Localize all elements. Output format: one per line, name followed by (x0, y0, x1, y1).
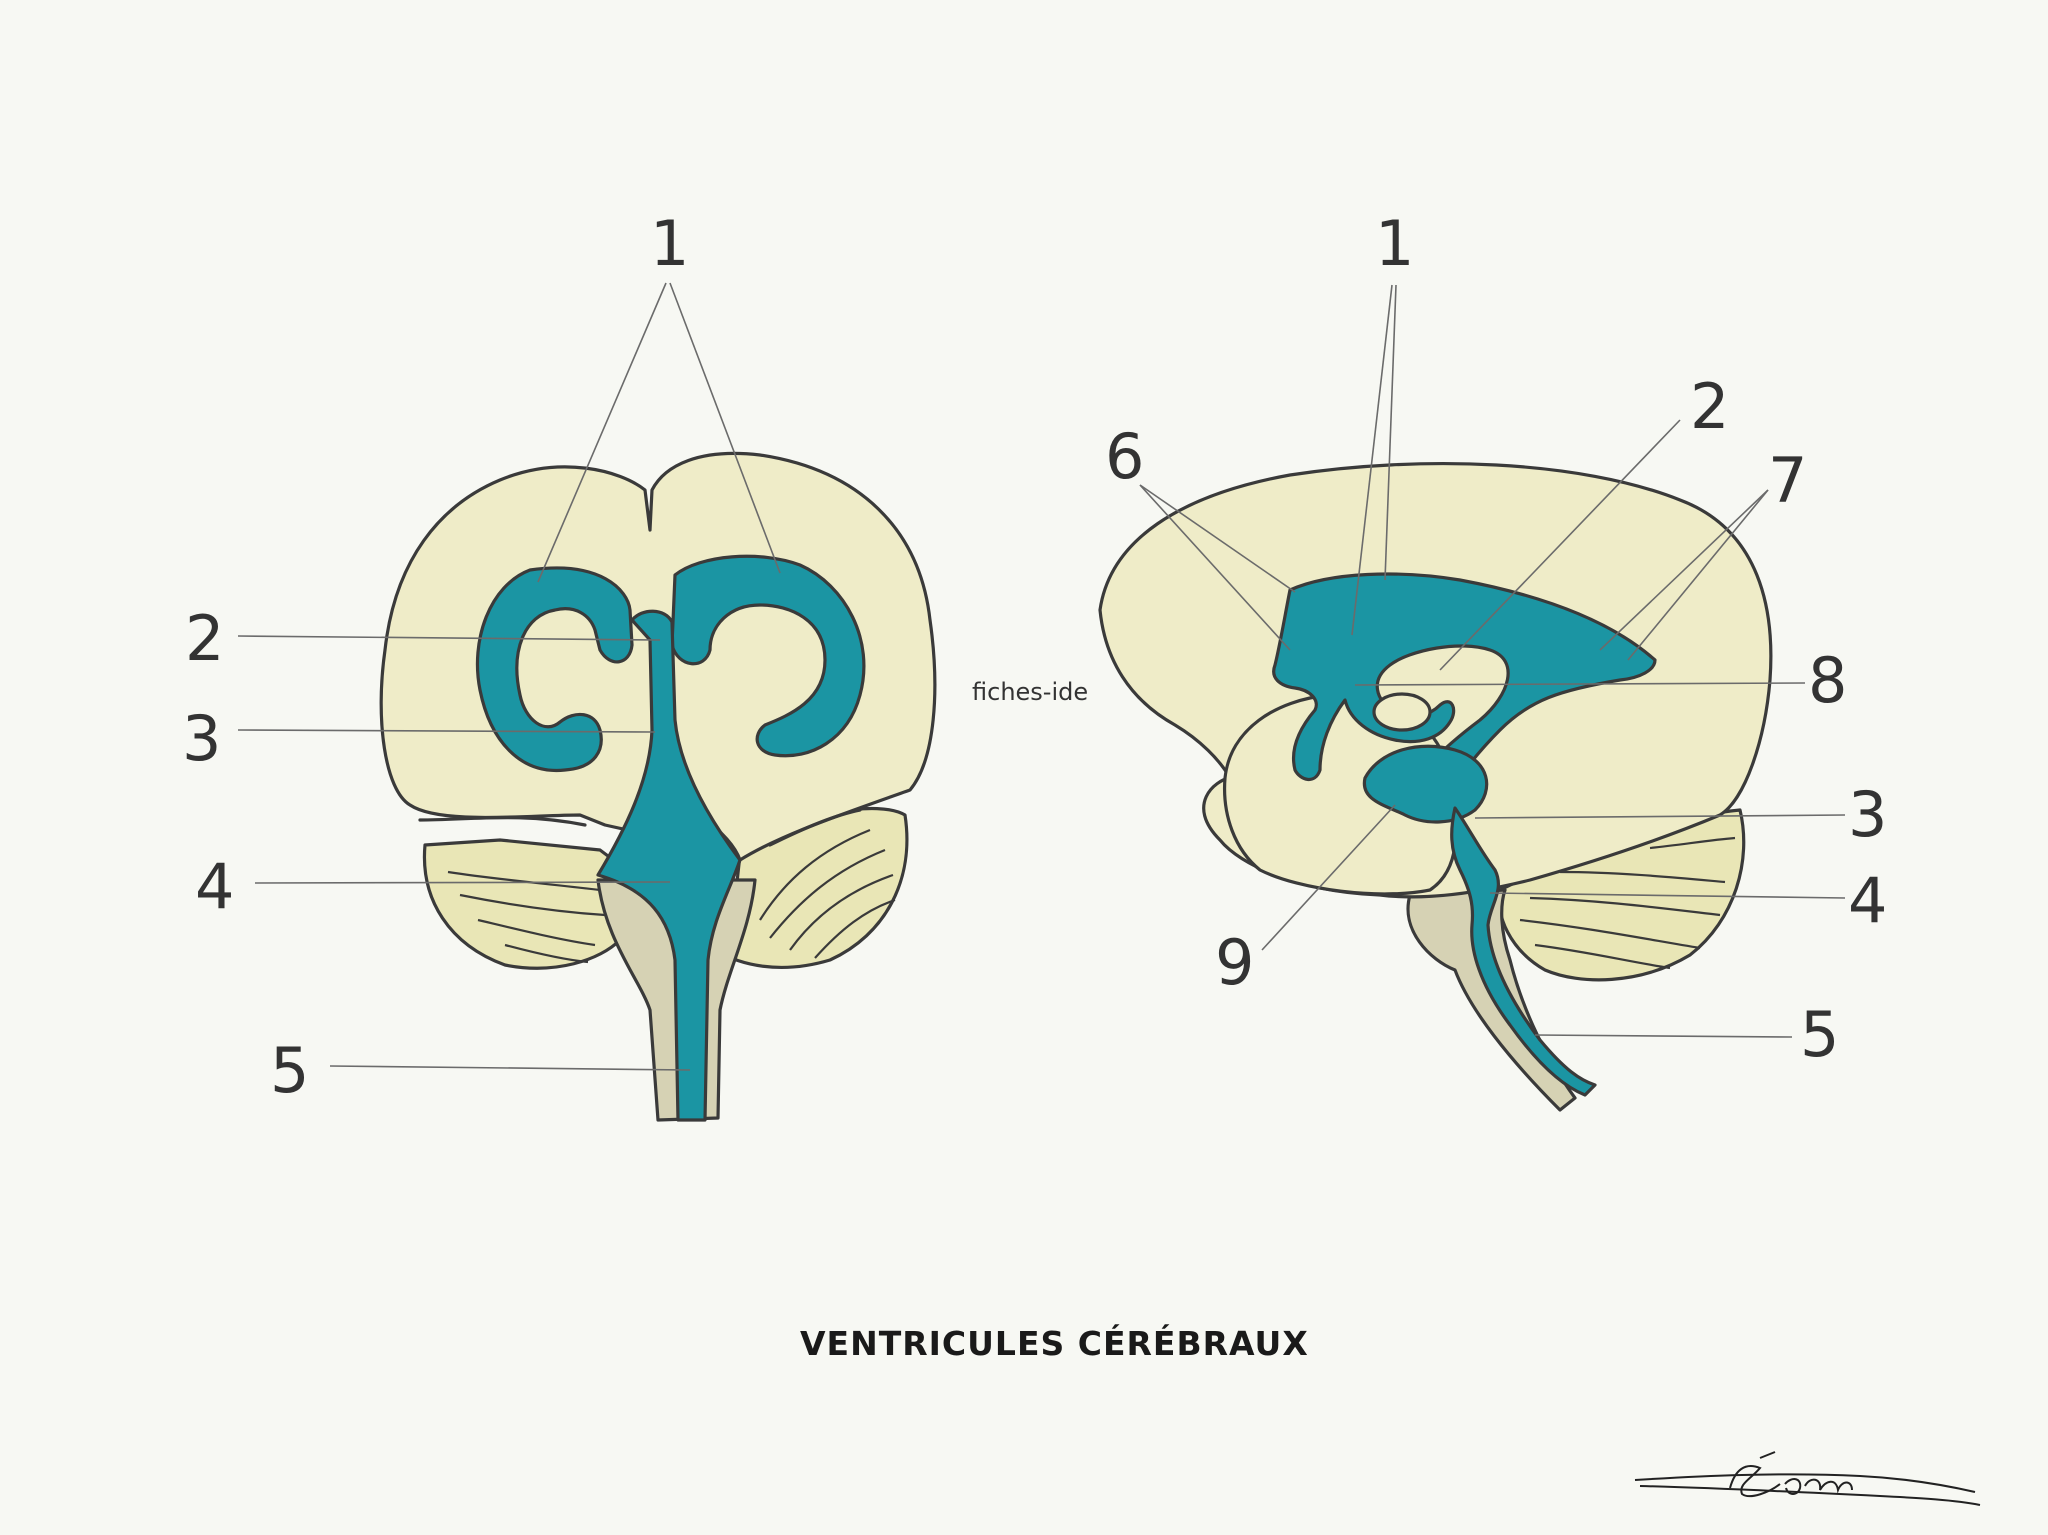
side-label-9: 9 (1215, 926, 1254, 999)
side-label-3: 3 (1848, 778, 1887, 851)
side-label-5: 5 (1800, 998, 1839, 1071)
side-view-labels: 1 2 6 7 8 3 4 9 5 (1105, 207, 1887, 1071)
side-ventricles (1272, 572, 1657, 1097)
front-label-4: 4 (195, 850, 234, 923)
front-leader-lines (237, 282, 781, 1071)
side-label-2: 2 (1690, 370, 1729, 443)
front-view-labels: 1 2 3 4 5 (182, 207, 689, 1107)
diagram-title: VENTRICULES CÉRÉBRAUX (800, 1323, 1309, 1363)
front-view: 1 2 3 4 5 fiches-ide (182, 207, 1088, 1122)
side-label-6: 6 (1105, 420, 1144, 493)
front-label-5: 5 (270, 1034, 309, 1107)
signature (1634, 1451, 1981, 1506)
front-cerebellum-folia (447, 828, 896, 964)
front-label-1: 1 (650, 207, 689, 280)
side-label-4: 4 (1848, 864, 1887, 937)
front-label-2: 2 (185, 602, 224, 675)
front-label-3: 3 (182, 702, 221, 775)
side-view: 1 2 6 7 8 3 4 9 5 (1098, 207, 1887, 1112)
side-label-1: 1 (1375, 207, 1414, 280)
side-interthalamic-adhesion (1372, 692, 1432, 732)
side-leader-lines (1139, 284, 1846, 1038)
side-cerebellum-folia (1519, 836, 1736, 970)
front-ventricles (475, 554, 866, 1122)
side-label-7: 7 (1768, 444, 1807, 517)
watermark: fiches-ide (972, 678, 1088, 706)
side-label-8: 8 (1808, 644, 1847, 717)
